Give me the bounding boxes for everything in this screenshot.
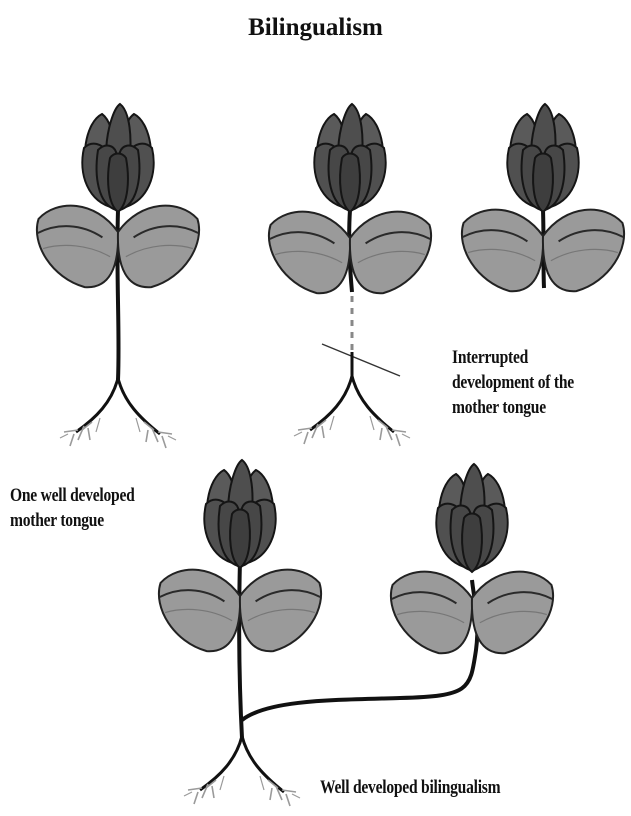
plant-monolingual [35,104,201,448]
plant-bilingual-second-language [389,464,555,657]
caption-line: development of the [452,370,574,395]
caption-interrupted-development: Interrupted development of the mother to… [452,345,574,420]
caption-line: Interrupted [452,345,574,370]
caption-line: Well developed bilingualism [320,775,500,800]
caption-one-mother-tongue: One well developed mother tongue [10,483,135,533]
caption-line: mother tongue [452,395,574,420]
plant-second-language-top [460,104,626,295]
plant-bilingual-mother-tongue [157,460,323,806]
caption-line: One well developed [10,483,135,508]
caption-well-developed-bilingualism: Well developed bilingualism [320,775,500,800]
caption-line: mother tongue [10,508,135,533]
plant-interrupted [267,104,433,446]
